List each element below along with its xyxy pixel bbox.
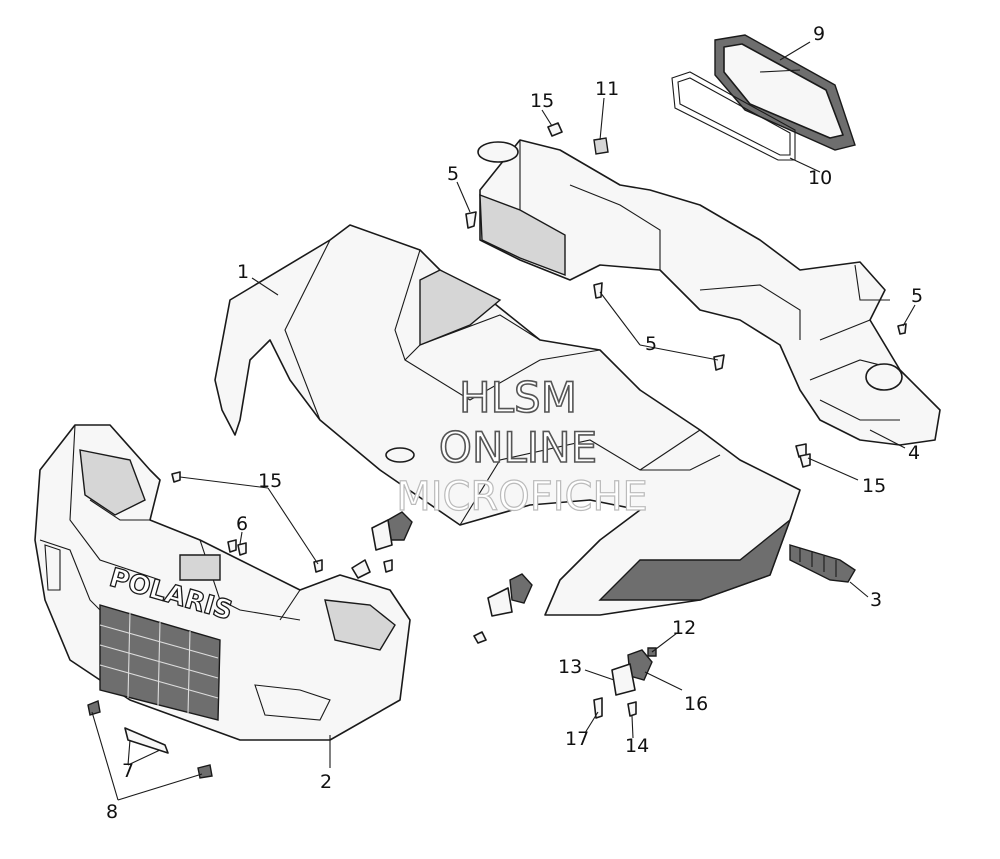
watermark-line-2: ONLINE [439,423,597,472]
callout-9: 9 [813,23,825,45]
leader-lines [91,41,916,801]
fasteners [87,122,907,779]
callout-10: 10 [808,167,832,189]
callout-17: 17 [565,728,589,750]
callout-2: 2 [320,771,332,793]
grip [789,544,856,583]
callout-8: 8 [106,801,118,823]
callout-15-left: 15 [258,470,282,492]
watermark: HLSM ONLINE MICROFICHE [396,372,649,520]
dash-panel [477,139,941,446]
callout-14: 14 [625,735,649,757]
callout-6: 6 [236,513,248,535]
mount-left [351,511,413,579]
callout-15-top: 15 [530,90,554,112]
mount-right [487,573,533,617]
callout-12: 12 [672,617,696,639]
callout-16: 16 [684,693,708,715]
callout-5-right: 5 [911,285,923,307]
callout-4: 4 [908,442,920,464]
callout-5-top: 5 [447,163,459,185]
callout-5-middle: 5 [645,333,657,355]
callout-3: 3 [870,589,882,611]
hood [214,224,801,616]
mount-kit [611,647,657,696]
callout-1: 1 [237,261,249,283]
callout-15-right: 15 [862,475,886,497]
callout-13: 13 [558,656,582,678]
callout-7: 7 [122,760,134,782]
front-fascia: POLARIS [34,424,411,741]
watermark-line-1: HLSM [459,373,577,422]
watermark-line-3: MICROFICHE [396,474,648,520]
display-frame [714,34,856,151]
callouts: 1 2 3 4 5 5 5 6 7 8 9 10 11 12 13 14 15 … [106,23,923,823]
callout-11: 11 [595,78,619,100]
